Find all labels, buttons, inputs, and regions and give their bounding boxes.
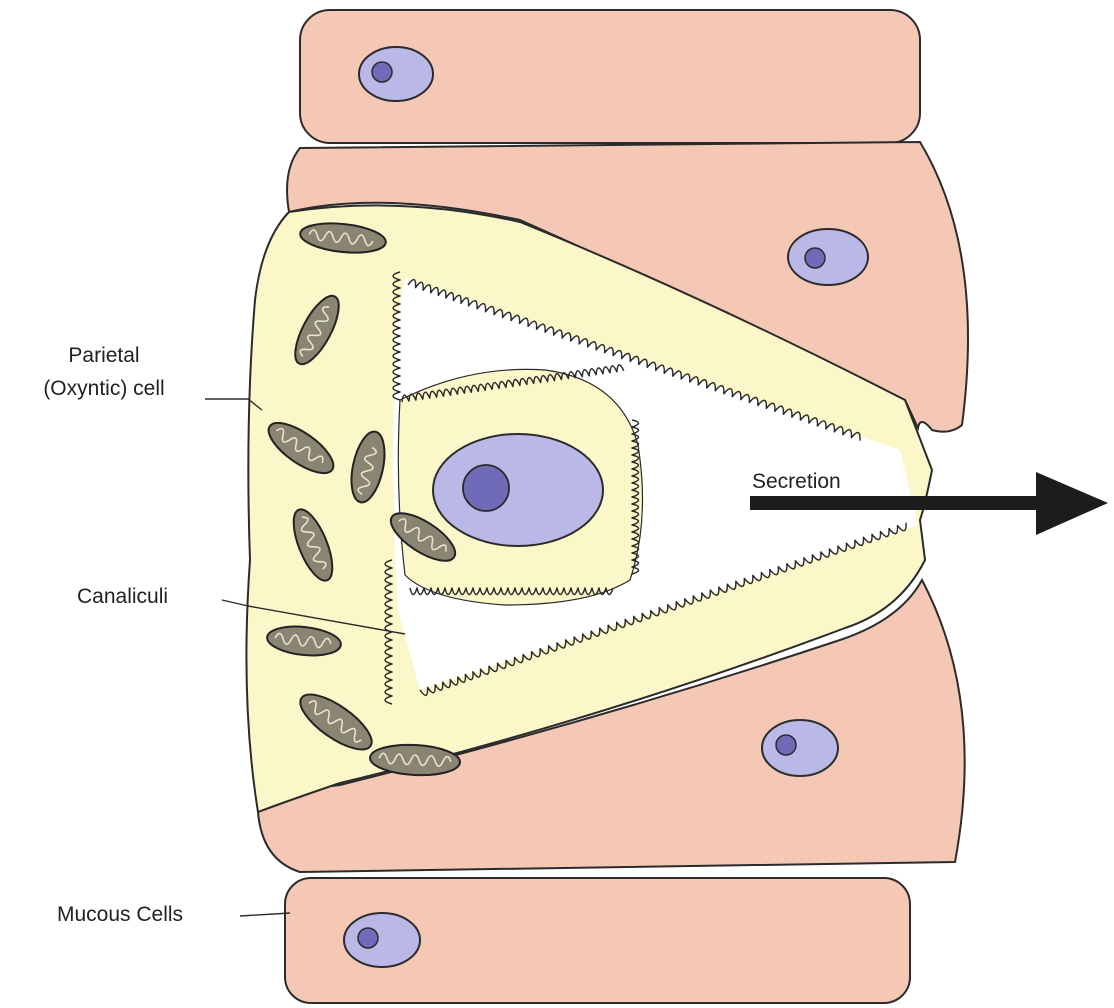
parietal-cell-nucleolus xyxy=(463,465,509,511)
mucous-cells-label-leader xyxy=(240,913,290,916)
parietal-cell-label-line1: Parietal xyxy=(68,344,139,367)
mucous-cell-bottom xyxy=(285,878,910,1003)
secretion-label: Secretion xyxy=(752,470,841,493)
mucous-cell-bottom-nucleolus xyxy=(358,928,378,948)
mucous-cell-upper-nucleus xyxy=(788,229,868,285)
secretion-arrow-head xyxy=(1036,472,1108,535)
mucous-cell-lower-nucleolus xyxy=(776,735,796,755)
canaliculi-label: Canaliculi xyxy=(77,585,168,608)
mucous-cell-top xyxy=(300,10,920,143)
parietal-cell-label-line2: (Oxyntic) cell xyxy=(43,377,164,400)
parietal-cell-nucleus xyxy=(433,434,603,546)
mucous-cell-upper-nucleolus xyxy=(805,248,825,268)
mucous-cells-label: Mucous Cells xyxy=(57,903,183,926)
mucous-cell-bottom-nucleus xyxy=(344,913,420,967)
mucous-cell-top-nucleus xyxy=(359,47,433,101)
mucous-cell-top-nucleolus xyxy=(372,62,392,82)
mucous-cell-lower-nucleus xyxy=(762,720,838,776)
secretion-arrow-shaft xyxy=(750,496,1045,510)
